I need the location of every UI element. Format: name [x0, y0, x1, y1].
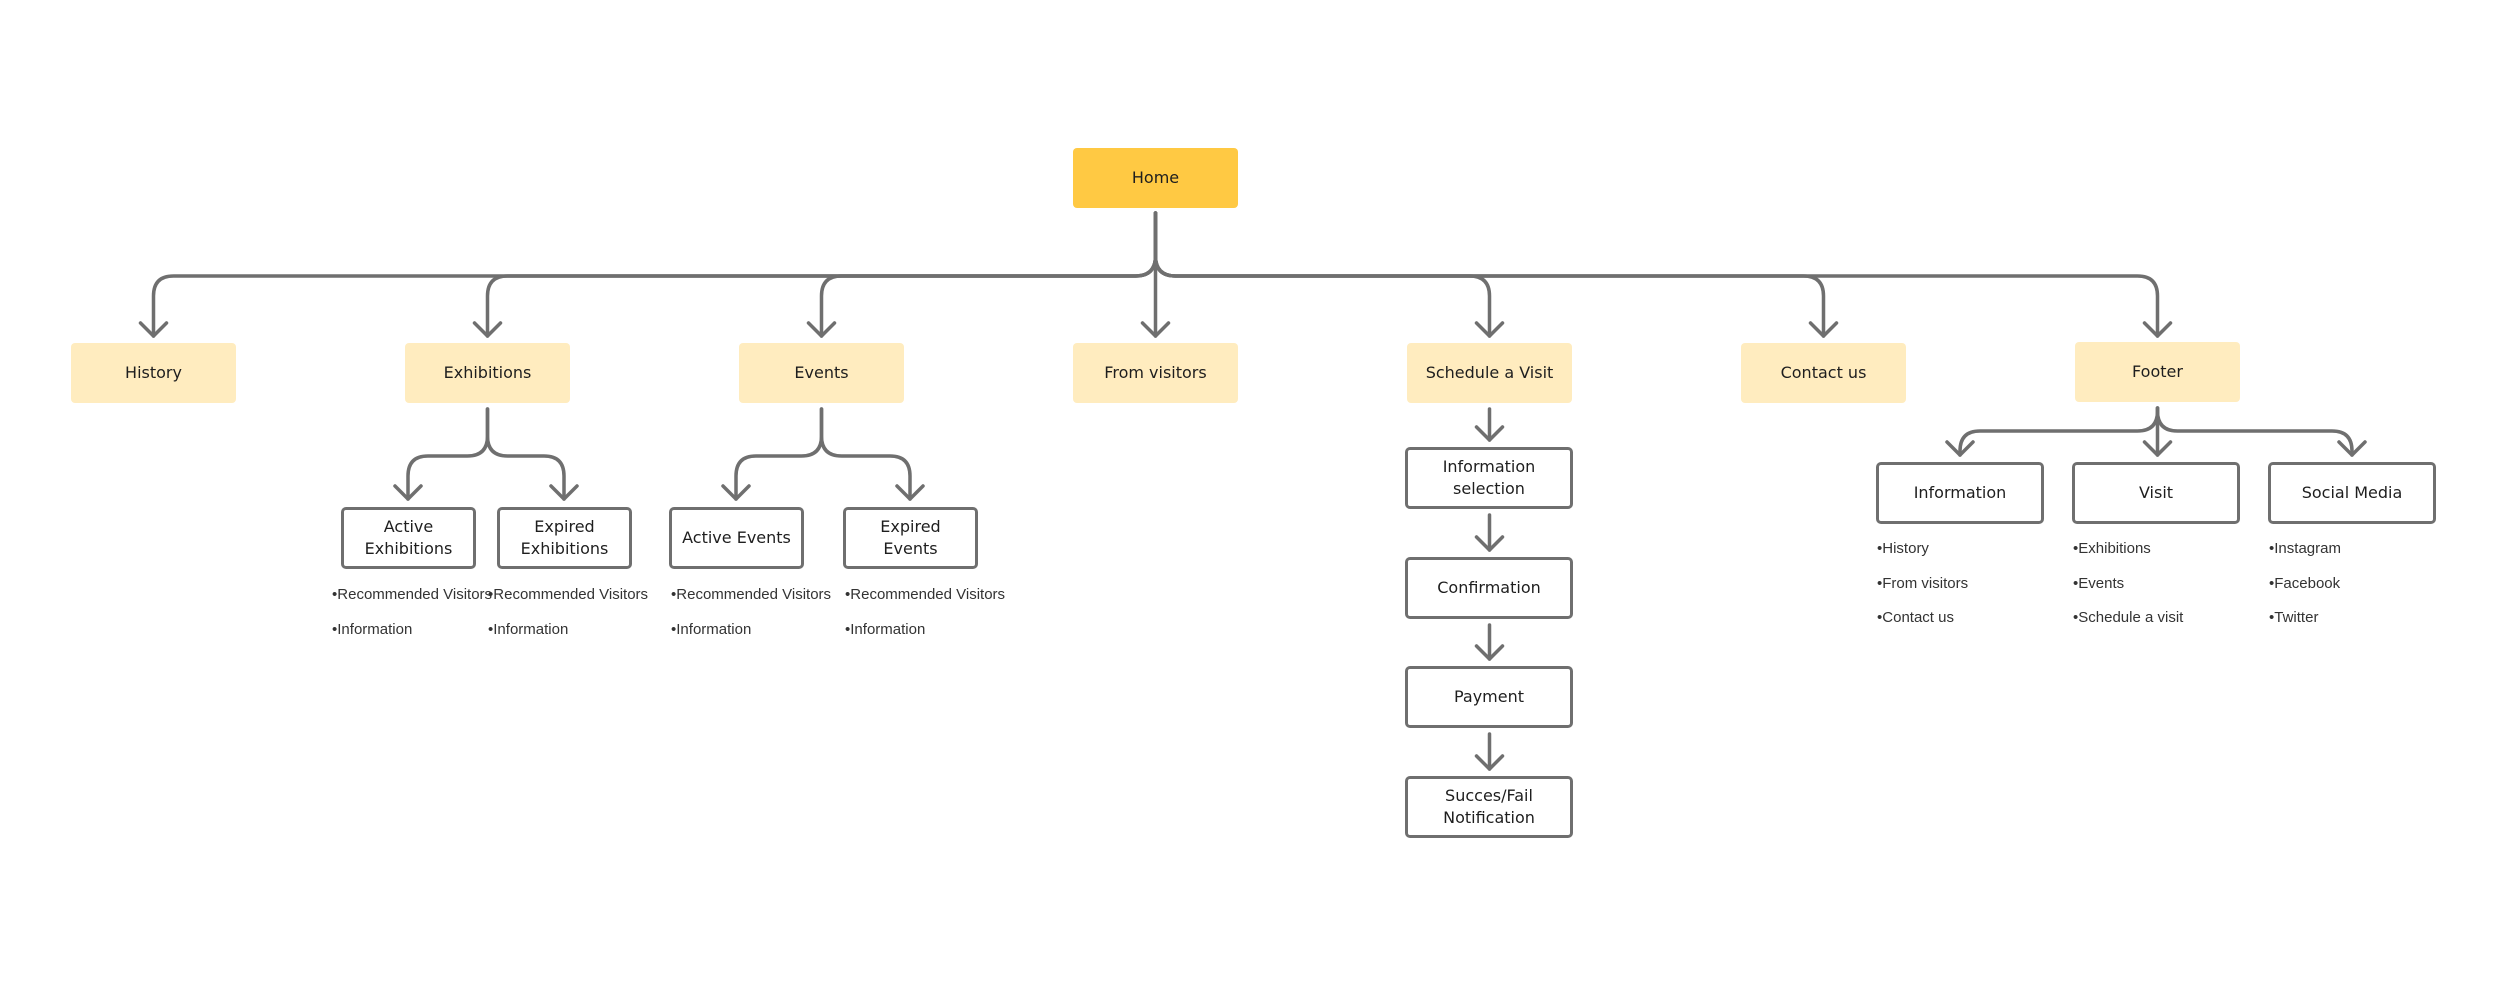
- list-item: Twitter: [2269, 608, 2341, 643]
- active-exhibitions-node[interactable]: Active Exhibitions: [341, 507, 476, 569]
- expired-events-label: Expired Events: [880, 517, 941, 558]
- exhibitions-connector-0-arrowhead: [393, 484, 423, 501]
- events-connector-1-arrowhead: [895, 484, 925, 501]
- schedule-connector-0-arrowhead: [1474, 425, 1505, 442]
- home-node[interactable]: Home: [1073, 148, 1238, 208]
- home-connector-3-arrowhead: [1140, 321, 1171, 338]
- expired-exhibitions-node[interactable]: Expired Exhibitions: [497, 507, 632, 569]
- active-events-label: Active Events: [682, 528, 791, 547]
- exhibitions-connector-1-arrowhead: [549, 484, 579, 501]
- home-connector-1-arrowhead: [472, 321, 503, 338]
- footer-connector-2-arrowhead: [2337, 440, 2367, 457]
- list-item: Facebook: [2269, 574, 2341, 609]
- exhibitions-connector-1: [485, 407, 566, 501]
- list-item: History: [1877, 539, 1968, 574]
- home-connector-4-arrowhead: [1474, 321, 1505, 338]
- exhibitions-node[interactable]: Exhibitions: [405, 343, 570, 403]
- list-item: Information: [488, 620, 648, 655]
- information-selection-node[interactable]: Information selection: [1405, 447, 1573, 509]
- schedule-a-visit-node[interactable]: Schedule a Visit: [1407, 343, 1572, 403]
- list-item: Schedule a visit: [2073, 608, 2183, 643]
- list-item: From visitors: [1877, 574, 1968, 609]
- expired-exhibitions-label: Expired Exhibitions: [520, 517, 609, 558]
- history-node[interactable]: History: [71, 343, 236, 403]
- succes-fail-notification-label: Succes/Fail Notification: [1443, 786, 1535, 827]
- list-item: Exhibitions: [2073, 539, 2183, 574]
- list-item: Information: [671, 620, 831, 655]
- active-exhibitions-label: Active Exhibitions: [364, 517, 453, 558]
- list-item: Events: [2073, 574, 2183, 609]
- contact-us-node[interactable]: Contact us: [1741, 343, 1906, 403]
- active-events-details: Recommended Visitors Information: [671, 585, 831, 654]
- schedule-connector-2-arrowhead: [1474, 644, 1505, 661]
- expired-exhibitions-details: Recommended Visitors Information: [488, 585, 648, 654]
- list-item: Information: [845, 620, 1005, 655]
- payment-node[interactable]: Payment: [1405, 666, 1573, 728]
- succes-fail-notification-node[interactable]: Succes/Fail Notification: [1405, 776, 1573, 838]
- footer-connector-2: [2155, 406, 2354, 457]
- footer-social-media-node[interactable]: Social Media: [2268, 462, 2436, 524]
- list-item: Contact us: [1877, 608, 1968, 643]
- footer-social-media-details: Instagram Facebook Twitter: [2269, 539, 2341, 643]
- home-connector-6-arrowhead: [2142, 321, 2173, 338]
- home-connector-6: [1153, 211, 2160, 338]
- schedule-connector-3-arrowhead: [1474, 754, 1505, 771]
- footer-information-details: History From visitors Contact us: [1877, 539, 1968, 643]
- expired-events-details: Recommended Visitors Information: [845, 585, 1005, 654]
- active-exhibitions-details: Recommended Visitors Information: [332, 585, 492, 654]
- list-item: Recommended Visitors: [488, 585, 648, 620]
- home-connector-0-arrowhead: [138, 321, 169, 338]
- expired-events-node[interactable]: Expired Events: [843, 507, 978, 569]
- events-node[interactable]: Events: [739, 343, 904, 403]
- footer-node[interactable]: Footer: [2075, 342, 2240, 402]
- list-item: Recommended Visitors: [671, 585, 831, 620]
- list-item: Recommended Visitors: [332, 585, 492, 620]
- footer-visit-node[interactable]: Visit: [2072, 462, 2240, 524]
- events-connector-0: [734, 407, 824, 501]
- footer-connector-0: [1958, 406, 2160, 457]
- footer-connector-0-arrowhead: [1945, 440, 1975, 457]
- list-item: Information: [332, 620, 492, 655]
- home-connector-2: [819, 211, 1158, 338]
- events-connector-1: [819, 407, 912, 501]
- list-item: Instagram: [2269, 539, 2341, 574]
- footer-connector-1-arrowhead: [2142, 440, 2173, 457]
- events-connector-0-arrowhead: [721, 484, 751, 501]
- exhibitions-connector-0: [406, 407, 490, 501]
- home-connector-2-arrowhead: [806, 321, 837, 338]
- footer-visit-details: Exhibitions Events Schedule a visit: [2073, 539, 2183, 643]
- home-connector-5-arrowhead: [1808, 321, 1839, 338]
- schedule-connector-1-arrowhead: [1474, 535, 1505, 552]
- from-visitors-node[interactable]: From visitors: [1073, 343, 1238, 403]
- footer-information-node[interactable]: Information: [1876, 462, 2044, 524]
- active-events-node[interactable]: Active Events: [669, 507, 804, 569]
- list-item: Recommended Visitors: [845, 585, 1005, 620]
- confirmation-node[interactable]: Confirmation: [1405, 557, 1573, 619]
